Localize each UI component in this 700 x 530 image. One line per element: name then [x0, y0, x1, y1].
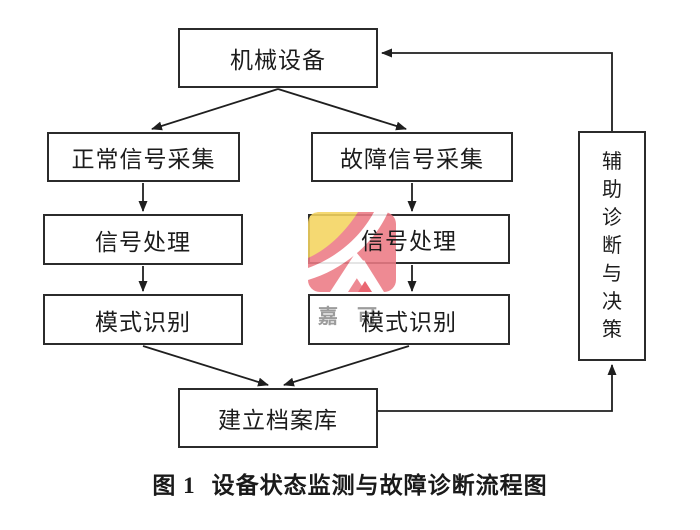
node-signal-processing-mid-label: 信号处理	[361, 229, 457, 254]
watermark-text: 嘉 可	[318, 306, 384, 328]
node-equipment: 机械设备	[178, 28, 378, 88]
node-fault-signal-collect-label: 故障信号采集	[340, 147, 484, 172]
watermark: 嘉 可	[308, 212, 398, 329]
node-aux-diagnosis-decision: 辅助诊断与决策	[578, 131, 646, 361]
node-fault-signal-collect: 故障信号采集	[311, 132, 513, 182]
edge-pattern-mid-to-archive	[283, 345, 410, 387]
watermark-logo-icon	[308, 212, 396, 292]
node-archive-label: 建立档案库	[218, 408, 338, 433]
edge-pattern-left-to-archive	[142, 345, 269, 387]
node-aux-diagnosis-decision-label: 辅助诊断与决策	[602, 151, 622, 341]
node-signal-processing-left-label: 信号处理	[95, 229, 191, 255]
node-normal-signal-collect: 正常信号采集	[47, 132, 240, 182]
node-normal-signal-collect-label: 正常信号采集	[71, 147, 216, 172]
figure-caption-title: 设备状态监测与故障诊断流程图	[211, 473, 548, 498]
node-pattern-recognition-left: 模式识别	[43, 294, 243, 345]
node-pattern-recognition-mid: 模式识别	[308, 294, 510, 345]
node-pattern-recognition-mid-label: 模式识别	[361, 309, 457, 335]
edge-aux-decision-to-equipment	[381, 48, 613, 131]
node-signal-processing-left: 信号处理	[43, 214, 243, 265]
figure-caption: 图 1 设备状态监测与故障诊断流程图	[0, 466, 700, 500]
node-archive: 建立档案库	[178, 388, 378, 448]
edge-archive-to-aux-decision	[378, 364, 617, 412]
edge-equipment-to-fault-collect	[277, 88, 407, 131]
edge-equipment-to-normal-collect	[151, 88, 279, 131]
node-equipment-label: 机械设备	[230, 48, 326, 73]
node-pattern-recognition-left-label: 模式识别	[95, 309, 191, 335]
figure-caption-number: 图 1	[152, 473, 196, 498]
